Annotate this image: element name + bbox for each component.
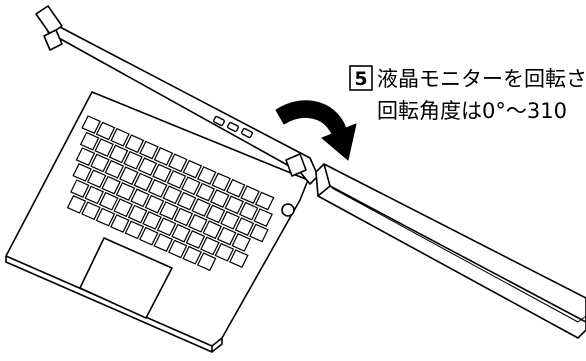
keyboard-key [156,217,177,237]
keyboard-key [231,233,251,252]
keyboard-key [173,207,194,227]
keyboard-key [70,179,90,198]
keyboard-key [162,185,183,205]
keyboard-key [75,147,96,166]
keyboard-key [224,195,245,215]
step-number: 5 [354,68,367,90]
keyboard-key [127,204,148,224]
keyboard-key [95,121,116,141]
keyboard-key [200,236,220,256]
keyboard-key [115,182,136,201]
keyboard-key [182,159,203,179]
keyboard [66,115,275,272]
keyboard-key [196,166,217,185]
keyboard-key [229,249,249,268]
keyboard-key [202,220,223,240]
keyboard-key [185,230,206,249]
keyboard-key [211,172,232,192]
ports [213,115,253,139]
keyboard-key [182,245,202,265]
touchpad [79,237,173,319]
keyboard-key [195,182,216,202]
keyboard-key [254,191,275,211]
keyboard-key [181,176,201,196]
keyboard-key [104,159,125,179]
keyboard-key [130,188,150,208]
keyboard-key [94,138,114,157]
keyboard-key [167,239,188,259]
keyboard-key [214,242,235,262]
keyboard-key [240,185,260,204]
keyboard-key [119,166,139,186]
keyboard-key [108,144,129,164]
keyboard-key [225,178,246,198]
keyboard-key [209,189,230,208]
curved-arrow-icon [275,100,357,161]
keyboard-key [84,185,105,205]
keyboard-key [123,150,143,170]
keyboard-key [124,134,145,154]
keyboard-key [137,157,158,176]
keyboard-key [188,213,208,233]
keyboard-key [176,191,197,211]
keyboard-key [216,226,237,246]
keyboard-key [139,140,159,160]
caption-line-2: 回転角度は0°〜310 [377,99,567,123]
keyboard-key [147,179,168,198]
keyboard-key [110,127,130,147]
keyboard-key [152,163,172,183]
keyboard-key [142,211,162,230]
keyboard-key [159,201,179,220]
power-button-icon [281,203,295,217]
keyboard-key [205,204,226,224]
keyboard-key [110,214,130,233]
keyboard-key [153,233,174,252]
keyboard-key [249,223,269,243]
keyboard-key [124,220,145,240]
keyboard-key [113,198,133,218]
caption-line-1: 液晶モニターを回転さ [377,67,586,91]
keyboard-key [166,170,187,189]
caption: 5 液晶モニターを回転さ 回転角度は0°〜310 [349,65,586,123]
step-number-box [349,65,373,91]
keyboard-key [90,153,110,173]
keyboard-key [86,169,107,189]
keyboard-key [81,115,101,134]
keyboard-key [81,201,101,221]
keyboard-key [253,208,273,227]
keyboard-key [72,163,92,182]
keyboard-key [101,175,121,195]
keyboard-key [144,194,165,214]
keyboard-key [153,147,174,166]
keyboard-key [95,207,116,227]
keyboard-key [133,172,154,192]
keyboard-key [98,191,119,211]
keyboard-key [234,217,255,236]
keyboard-key [79,131,100,151]
keyboard-key [66,195,87,214]
keyboard-key [138,226,159,246]
keyboard-key [220,210,240,230]
keyboard-key [171,223,191,243]
keyboard-key [238,201,259,221]
keyboard-key [196,252,217,272]
keyboard-key [191,198,211,217]
keyboard-key [168,153,188,173]
display-panel [315,163,586,339]
